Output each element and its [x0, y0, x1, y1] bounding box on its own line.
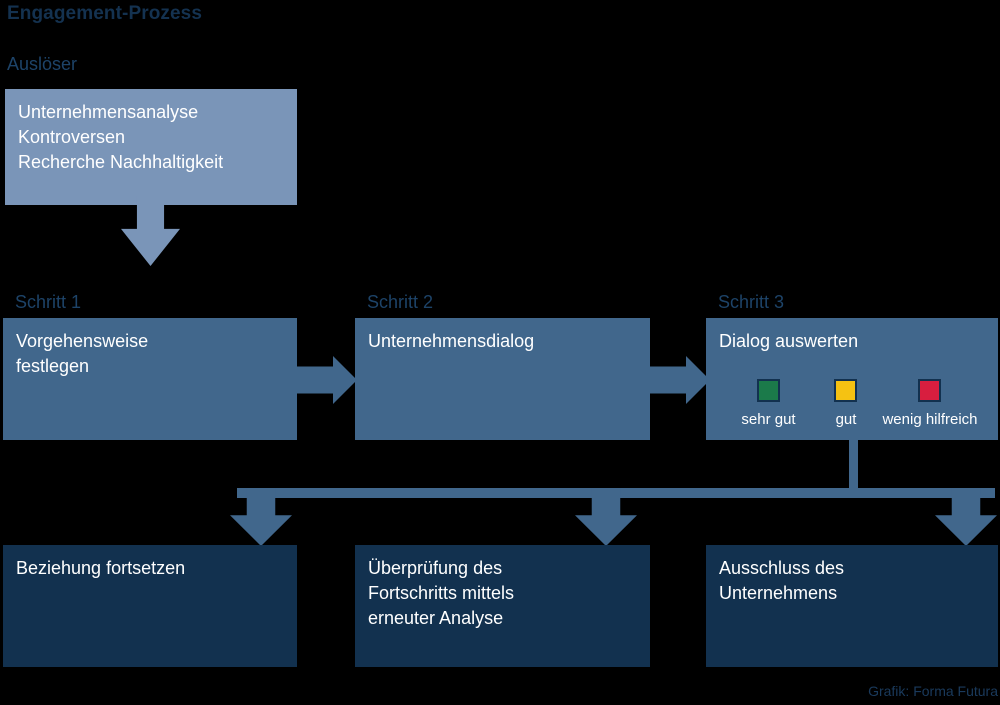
- step-2-box-text: Unternehmensdialog: [368, 331, 535, 351]
- rating-label-sehr-gut: sehr gut: [741, 411, 796, 428]
- arrow-right-step1-to-step2: [297, 356, 357, 404]
- outcome-3-box-text: Ausschluss des Unternehmens: [719, 558, 845, 603]
- trigger-box-text: Unternehmensanalyse Kontroversen Recherc…: [18, 102, 224, 172]
- page-title: Engagement-Prozess: [7, 3, 203, 24]
- arrow-right-step2-to-step3: [650, 356, 710, 404]
- outcome-1-box-text: Beziehung fortsetzen: [16, 558, 186, 578]
- step-3-label: Schritt 3: [718, 292, 785, 312]
- rating-label-gut: gut: [835, 411, 857, 428]
- outcome-1-box: Beziehung fortsetzen: [3, 545, 297, 667]
- outcome-3-box: Ausschluss des Unternehmens: [706, 545, 998, 667]
- step-1-label: Schritt 1: [15, 292, 82, 312]
- rating-label-wenig-hilfreich: wenig hilfreich: [882, 411, 978, 428]
- graphic-credit: Grafik: Forma Futura: [868, 683, 998, 699]
- step-1-box: Vorgehensweise festlegen: [3, 318, 297, 440]
- outcome-2-box: Überprüfung des Fortschritts mittels ern…: [355, 545, 650, 667]
- trigger-box: Unternehmensanalyse Kontroversen Recherc…: [5, 89, 297, 205]
- connector-stem-from-step3: [849, 440, 858, 488]
- rating-swatch-wenig-hilfreich: [918, 379, 941, 402]
- step-2-box: Unternehmensdialog: [355, 318, 650, 440]
- step-2-label: Schritt 2: [367, 292, 434, 312]
- outcome-2-box-text: Überprüfung des Fortschritts mittels ern…: [368, 558, 515, 628]
- step-3-box-text: Dialog auswerten: [719, 331, 859, 351]
- rating-swatch-gut: [834, 379, 857, 402]
- arrow-down-trigger-to-step1: [121, 196, 180, 266]
- trigger-section-label: Auslöser: [7, 54, 78, 74]
- rating-swatch-sehr-gut: [757, 379, 780, 402]
- step-3-box: Dialog auswerten sehr gut gut wenig hilf…: [706, 318, 998, 440]
- step-1-box-text: Vorgehensweise festlegen: [16, 331, 149, 376]
